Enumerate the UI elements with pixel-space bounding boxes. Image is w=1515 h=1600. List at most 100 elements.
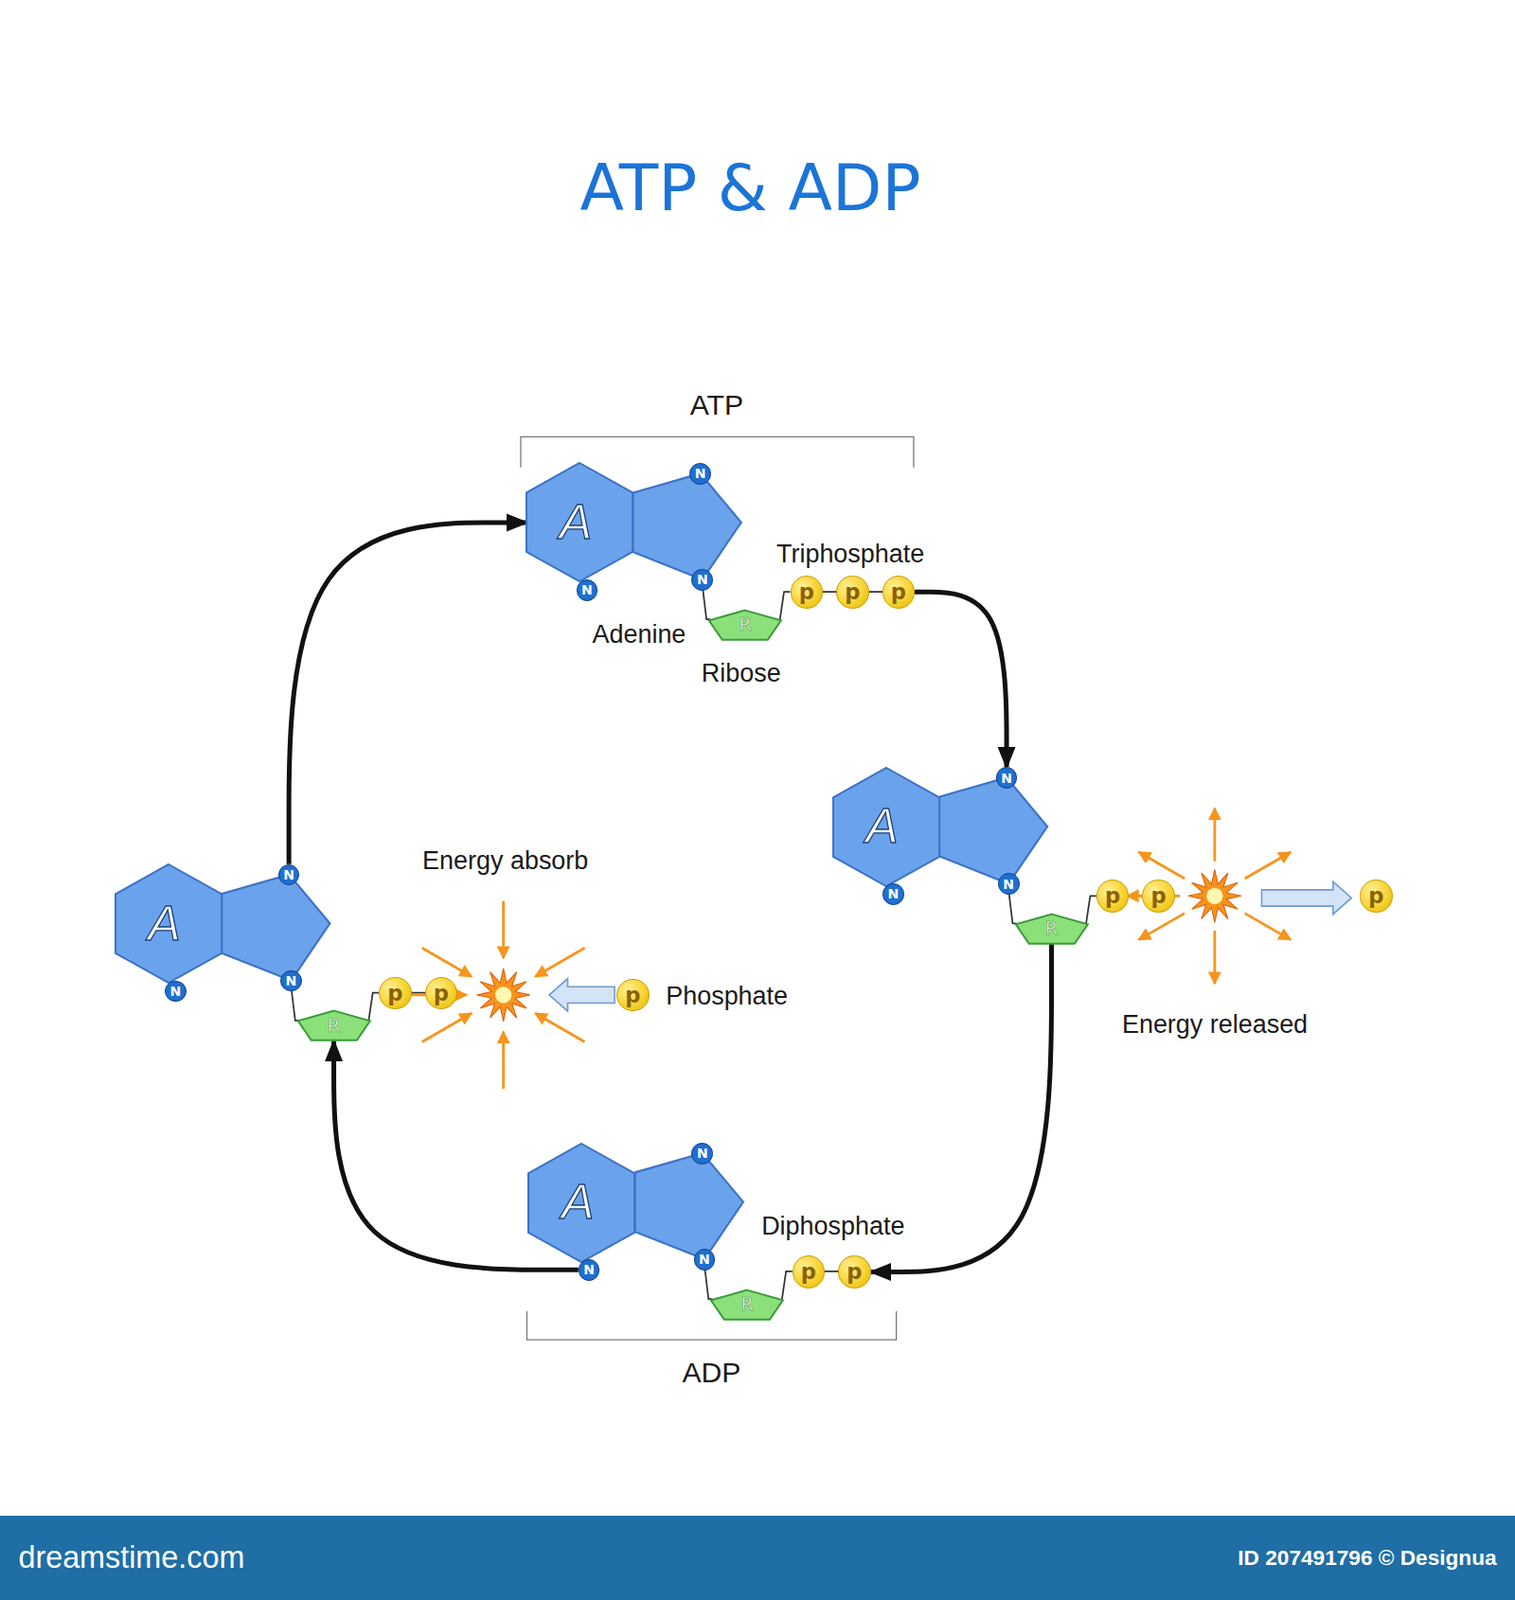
atom-letter: N	[888, 887, 900, 901]
phosphate-letter: p	[891, 581, 907, 604]
atom-letter: N	[170, 984, 182, 999]
molecule-name: ADP	[681, 1356, 741, 1391]
adenine-ring: A	[115, 864, 222, 983]
part-label: Ribose	[701, 658, 782, 688]
energy-ray	[1245, 852, 1292, 879]
energy-core	[495, 986, 512, 1003]
ribose-sugar: R	[1015, 913, 1089, 945]
energy-ray	[534, 947, 585, 977]
process-label: Energy released	[1122, 1010, 1308, 1040]
credit-line: ID 207491796 © Designua	[1237, 1546, 1497, 1571]
hexagon-outline	[526, 463, 633, 582]
pentagon-outline	[709, 609, 782, 640]
phosphate-group: p	[882, 575, 916, 609]
phosphate-letter: p	[1105, 885, 1121, 908]
process-label: Energy absorb	[422, 845, 589, 875]
nitrogen-atom: N	[689, 463, 712, 485]
ribose-sugar: R	[710, 1289, 785, 1320]
ribose-sugar: R	[297, 1010, 372, 1041]
part-label: Diphosphate	[761, 1211, 905, 1241]
energy-ray	[534, 1013, 585, 1042]
sugar-letter: R	[738, 615, 751, 634]
energy-star	[1188, 869, 1242, 923]
adenine-ring: A	[528, 1143, 635, 1263]
energy-ray	[422, 1013, 472, 1042]
watermark: dreamstime.com	[17, 1541, 245, 1577]
energy-ray	[1139, 913, 1186, 941]
pentagon-outline	[1015, 914, 1088, 945]
atom-letter: N	[581, 583, 593, 597]
release-arrow	[1261, 881, 1352, 914]
part-label: Phosphate	[665, 981, 788, 1012]
nitrogen-atom: N	[691, 1142, 713, 1165]
part-label: Triphosphate	[776, 539, 925, 570]
phosphate-group: p	[790, 575, 824, 609]
atom-letter: N	[696, 572, 709, 587]
nitrogen-atom: N	[996, 766, 1018, 789]
phosphate-group: p	[378, 977, 412, 1011]
energy-ray	[422, 947, 472, 977]
hexagon-outline	[833, 767, 940, 887]
energy-ray	[501, 901, 505, 959]
nitrogen-atom: N	[578, 1259, 601, 1282]
phosphate-group: p	[616, 979, 650, 1013]
diagram-title: ATP & ADP	[579, 153, 921, 225]
nitrogen-atom: N	[164, 980, 187, 1003]
nitrogen-atom: N	[694, 1248, 716, 1271]
atp-ring	[633, 473, 791, 620]
cycle-arrow	[288, 522, 527, 865]
atom-letter: N	[698, 1252, 711, 1266]
sugar-letter: R	[327, 1016, 340, 1035]
pentagon-outline	[711, 1289, 784, 1319]
phosphate-group: p	[1096, 879, 1130, 913]
part-label: Adenine	[591, 619, 686, 649]
atp-splitting-ring	[939, 777, 1097, 924]
atom-letter: N	[583, 1263, 595, 1277]
hexagon-outline	[115, 864, 222, 983]
pentagon-outline	[298, 1011, 371, 1041]
nitrogen-atom: N	[882, 883, 905, 906]
base-letter: A	[147, 899, 181, 949]
absorb-arrow	[549, 979, 615, 1012]
base-letter: A	[865, 802, 899, 852]
base-letter: A	[561, 1177, 595, 1228]
atom-letter: N	[285, 974, 297, 988]
phosphate-letter: p	[801, 1261, 817, 1284]
nitrogen-atom: N	[280, 970, 303, 993]
energy-ray	[1212, 808, 1216, 862]
nitrogen-atom: N	[576, 579, 599, 602]
energy-ray	[1139, 852, 1186, 879]
phosphate-group: p	[1141, 879, 1176, 913]
atom-letter: N	[1000, 771, 1013, 785]
base-letter: A	[559, 498, 593, 548]
energy-ray	[1245, 913, 1292, 941]
sugar-letter: R	[740, 1295, 753, 1314]
energy-core	[1206, 888, 1223, 905]
nitrogen-atom: N	[278, 864, 301, 887]
phosphate-letter: p	[1151, 885, 1167, 908]
phosphate-group: p	[836, 575, 870, 609]
nitrogen-atom: N	[691, 569, 713, 591]
phosphate-group: p	[425, 977, 459, 1011]
phosphate-letter: p	[433, 982, 449, 1005]
molecule-name: ATP	[690, 389, 744, 423]
phosphate-letter: p	[1368, 885, 1384, 908]
adenine-ring: A	[526, 463, 633, 582]
energy-ray	[1212, 930, 1216, 984]
adp-binding-ring	[221, 874, 379, 1021]
phosphate-letter: p	[844, 581, 860, 604]
energy-star	[477, 968, 531, 1022]
sugar-letter: R	[1045, 919, 1058, 938]
atom-letter: N	[1002, 877, 1015, 892]
cycle-arrow	[914, 591, 1007, 767]
nitrogen-atom: N	[998, 873, 1020, 895]
adp-bracket	[526, 1311, 896, 1340]
phosphate-letter: p	[624, 984, 641, 1007]
phosphate-letter: p	[799, 581, 815, 604]
energy-ray	[501, 1032, 505, 1089]
atom-letter: N	[695, 466, 707, 481]
